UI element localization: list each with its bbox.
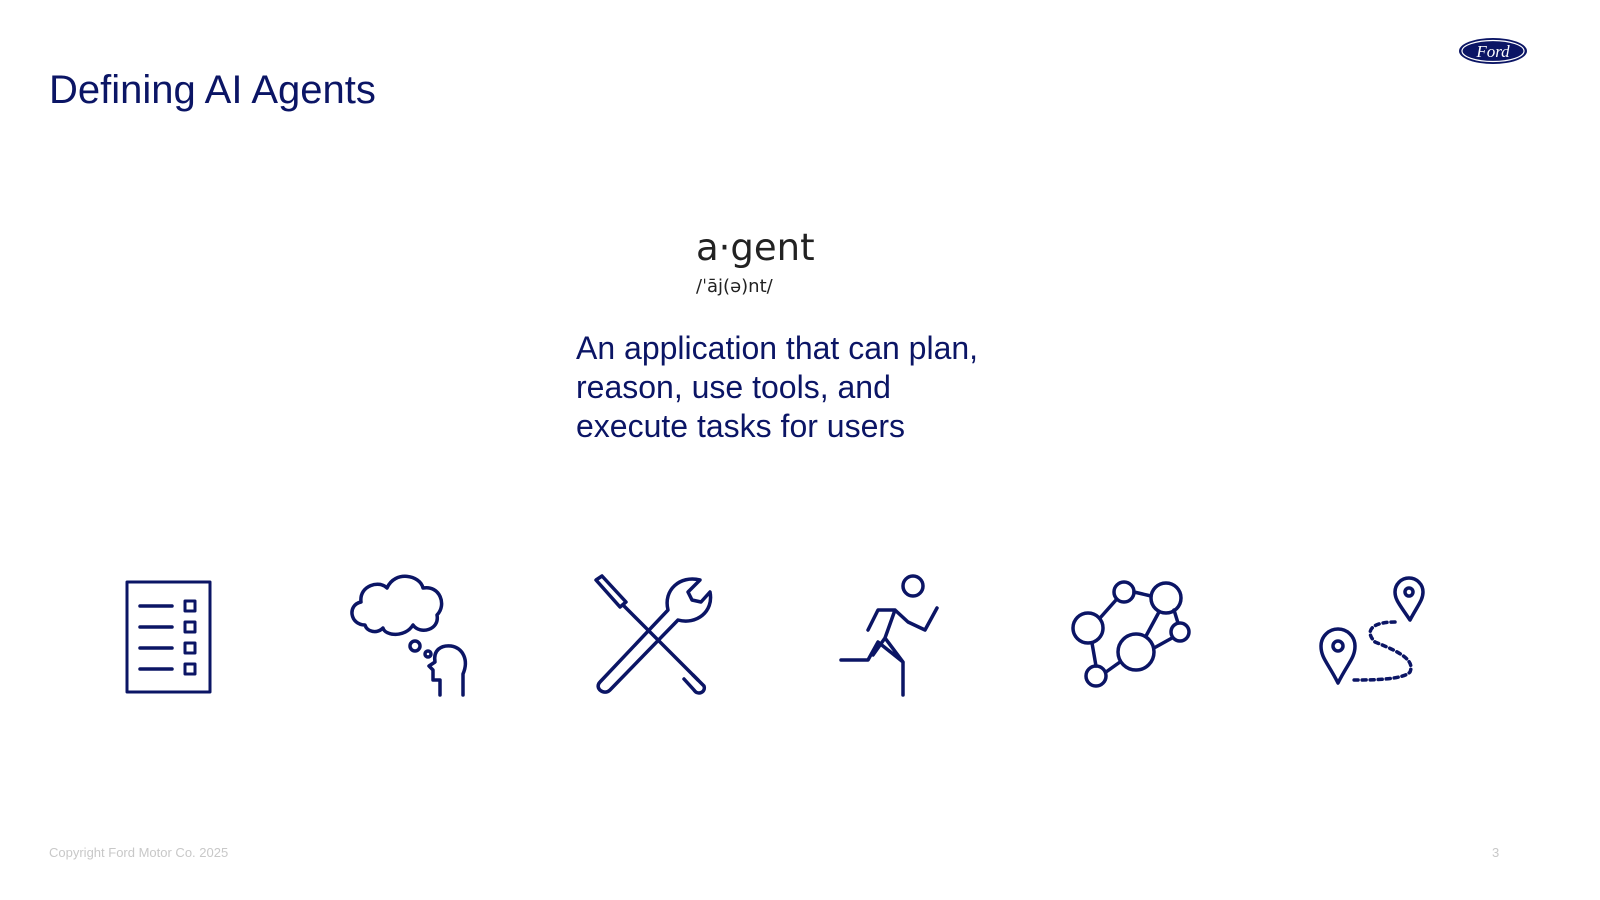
page-number: 3	[1492, 845, 1500, 860]
pronunciation: /ˈāj(ə)nt/	[696, 276, 773, 297]
page-title: Defining AI Agents	[49, 68, 376, 112]
running-person-icon	[839, 574, 939, 697]
svg-text:Ford: Ford	[1475, 42, 1510, 61]
thought-bubble-icon	[350, 574, 468, 697]
route-icon	[1319, 576, 1425, 685]
tools-icon	[594, 574, 713, 695]
definition-word: a·gent	[696, 226, 815, 269]
checklist-icon	[125, 580, 212, 694]
copyright-footer: Copyright Ford Motor Co. 2025	[49, 845, 229, 860]
definition-text: An application that can plan, reason, us…	[576, 330, 979, 444]
ford-logo: Ford	[1459, 38, 1527, 64]
network-people-icon	[1071, 580, 1191, 688]
